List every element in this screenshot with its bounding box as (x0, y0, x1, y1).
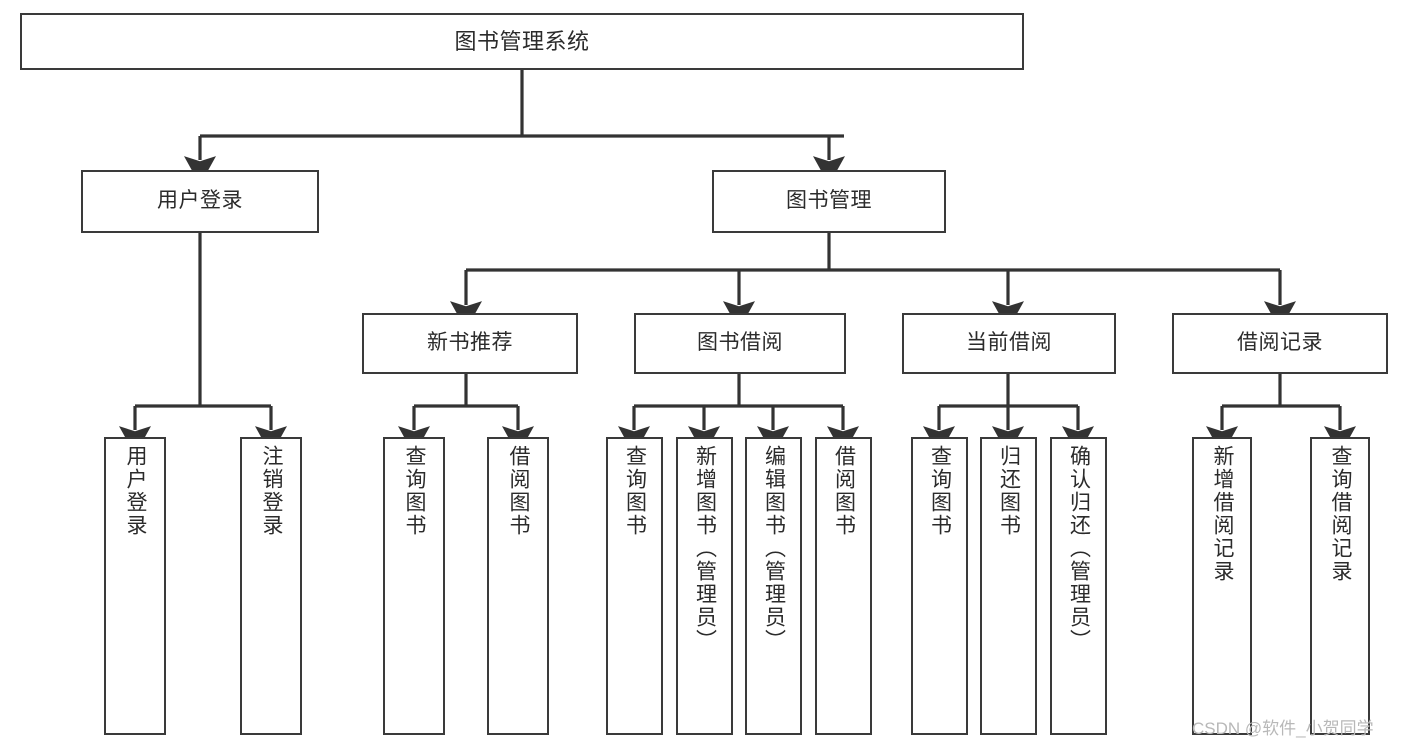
leaf-logout[interactable]: 注销登录 (240, 437, 302, 735)
leaf-add-borrowing-record[interactable]: 新增借阅记录 (1192, 437, 1252, 735)
node-label: 用户登录 (157, 189, 243, 213)
node-root-book-management-system[interactable]: 图书管理系统 (20, 13, 1024, 70)
leaf-borrow-book-recommendation[interactable]: 借阅图书 (487, 437, 549, 735)
node-new-book-recommendation[interactable]: 新书推荐 (362, 313, 578, 374)
node-label: 用户登录 (124, 445, 148, 537)
node-current-borrowing[interactable]: 当前借阅 (902, 313, 1116, 374)
node-label: 查询图书 (928, 445, 952, 537)
leaf-return-book[interactable]: 归还图书 (980, 437, 1037, 735)
node-label: 查询借阅记录 (1329, 445, 1353, 583)
node-label: 借阅图书 (507, 445, 531, 537)
node-label: 确认归还（管理员） (1067, 445, 1091, 652)
leaf-user-login[interactable]: 用户登录 (104, 437, 166, 735)
node-label: 查询图书 (403, 445, 427, 537)
node-label: 查询图书 (623, 445, 647, 537)
node-label: 编辑图书（管理员） (762, 445, 786, 652)
node-label: 图书借阅 (697, 331, 783, 355)
leaf-query-borrowing-record[interactable]: 查询借阅记录 (1310, 437, 1370, 735)
node-label: 图书管理 (786, 189, 872, 213)
leaf-query-book-current[interactable]: 查询图书 (911, 437, 968, 735)
node-label: 图书管理系统 (454, 28, 590, 54)
node-user-login[interactable]: 用户登录 (81, 170, 319, 233)
node-label: 当前借阅 (966, 331, 1052, 355)
node-label: 新增借阅记录 (1211, 445, 1235, 583)
node-borrowing-records[interactable]: 借阅记录 (1172, 313, 1388, 374)
node-label: 借阅图书 (832, 445, 856, 537)
node-book-management[interactable]: 图书管理 (712, 170, 946, 233)
node-label: 注销登录 (260, 445, 284, 537)
leaf-borrow-book-borrowing[interactable]: 借阅图书 (815, 437, 872, 735)
leaf-confirm-return-admin[interactable]: 确认归还（管理员） (1050, 437, 1107, 735)
csdn-watermark: CSDN @软件_小贺同学 (1192, 719, 1374, 738)
node-book-borrowing[interactable]: 图书借阅 (634, 313, 846, 374)
leaf-edit-book-admin[interactable]: 编辑图书（管理员） (745, 437, 802, 735)
leaf-query-book-borrowing[interactable]: 查询图书 (606, 437, 663, 735)
leaf-add-book-admin[interactable]: 新增图书（管理员） (676, 437, 733, 735)
node-label: 新增图书（管理员） (693, 445, 717, 652)
node-label: 借阅记录 (1237, 331, 1323, 355)
node-label: 归还图书 (997, 445, 1021, 537)
leaf-query-book-recommendation[interactable]: 查询图书 (383, 437, 445, 735)
node-label: 新书推荐 (427, 331, 513, 355)
